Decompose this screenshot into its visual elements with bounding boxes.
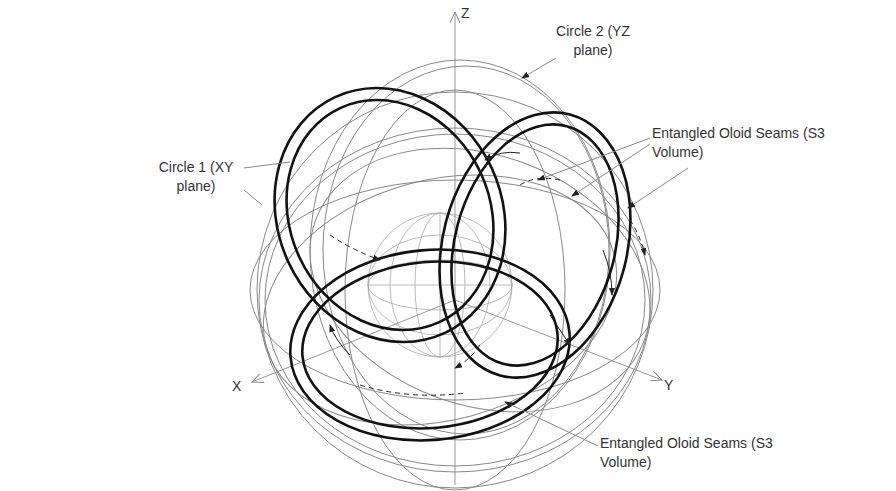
axis-label: Z (461, 4, 491, 23)
axis-label: Y (664, 376, 684, 395)
circle-label: Circle 2 (YZ plane) (548, 22, 638, 60)
circle-label: Circle 1 (XY plane) (150, 158, 242, 196)
axis-label: X (232, 377, 252, 396)
callout-label: Entangled Oloid Seams (S3 Volume) (600, 434, 778, 472)
callout-label: Entangled Oloid Seams (S3 Volume) (652, 124, 830, 162)
